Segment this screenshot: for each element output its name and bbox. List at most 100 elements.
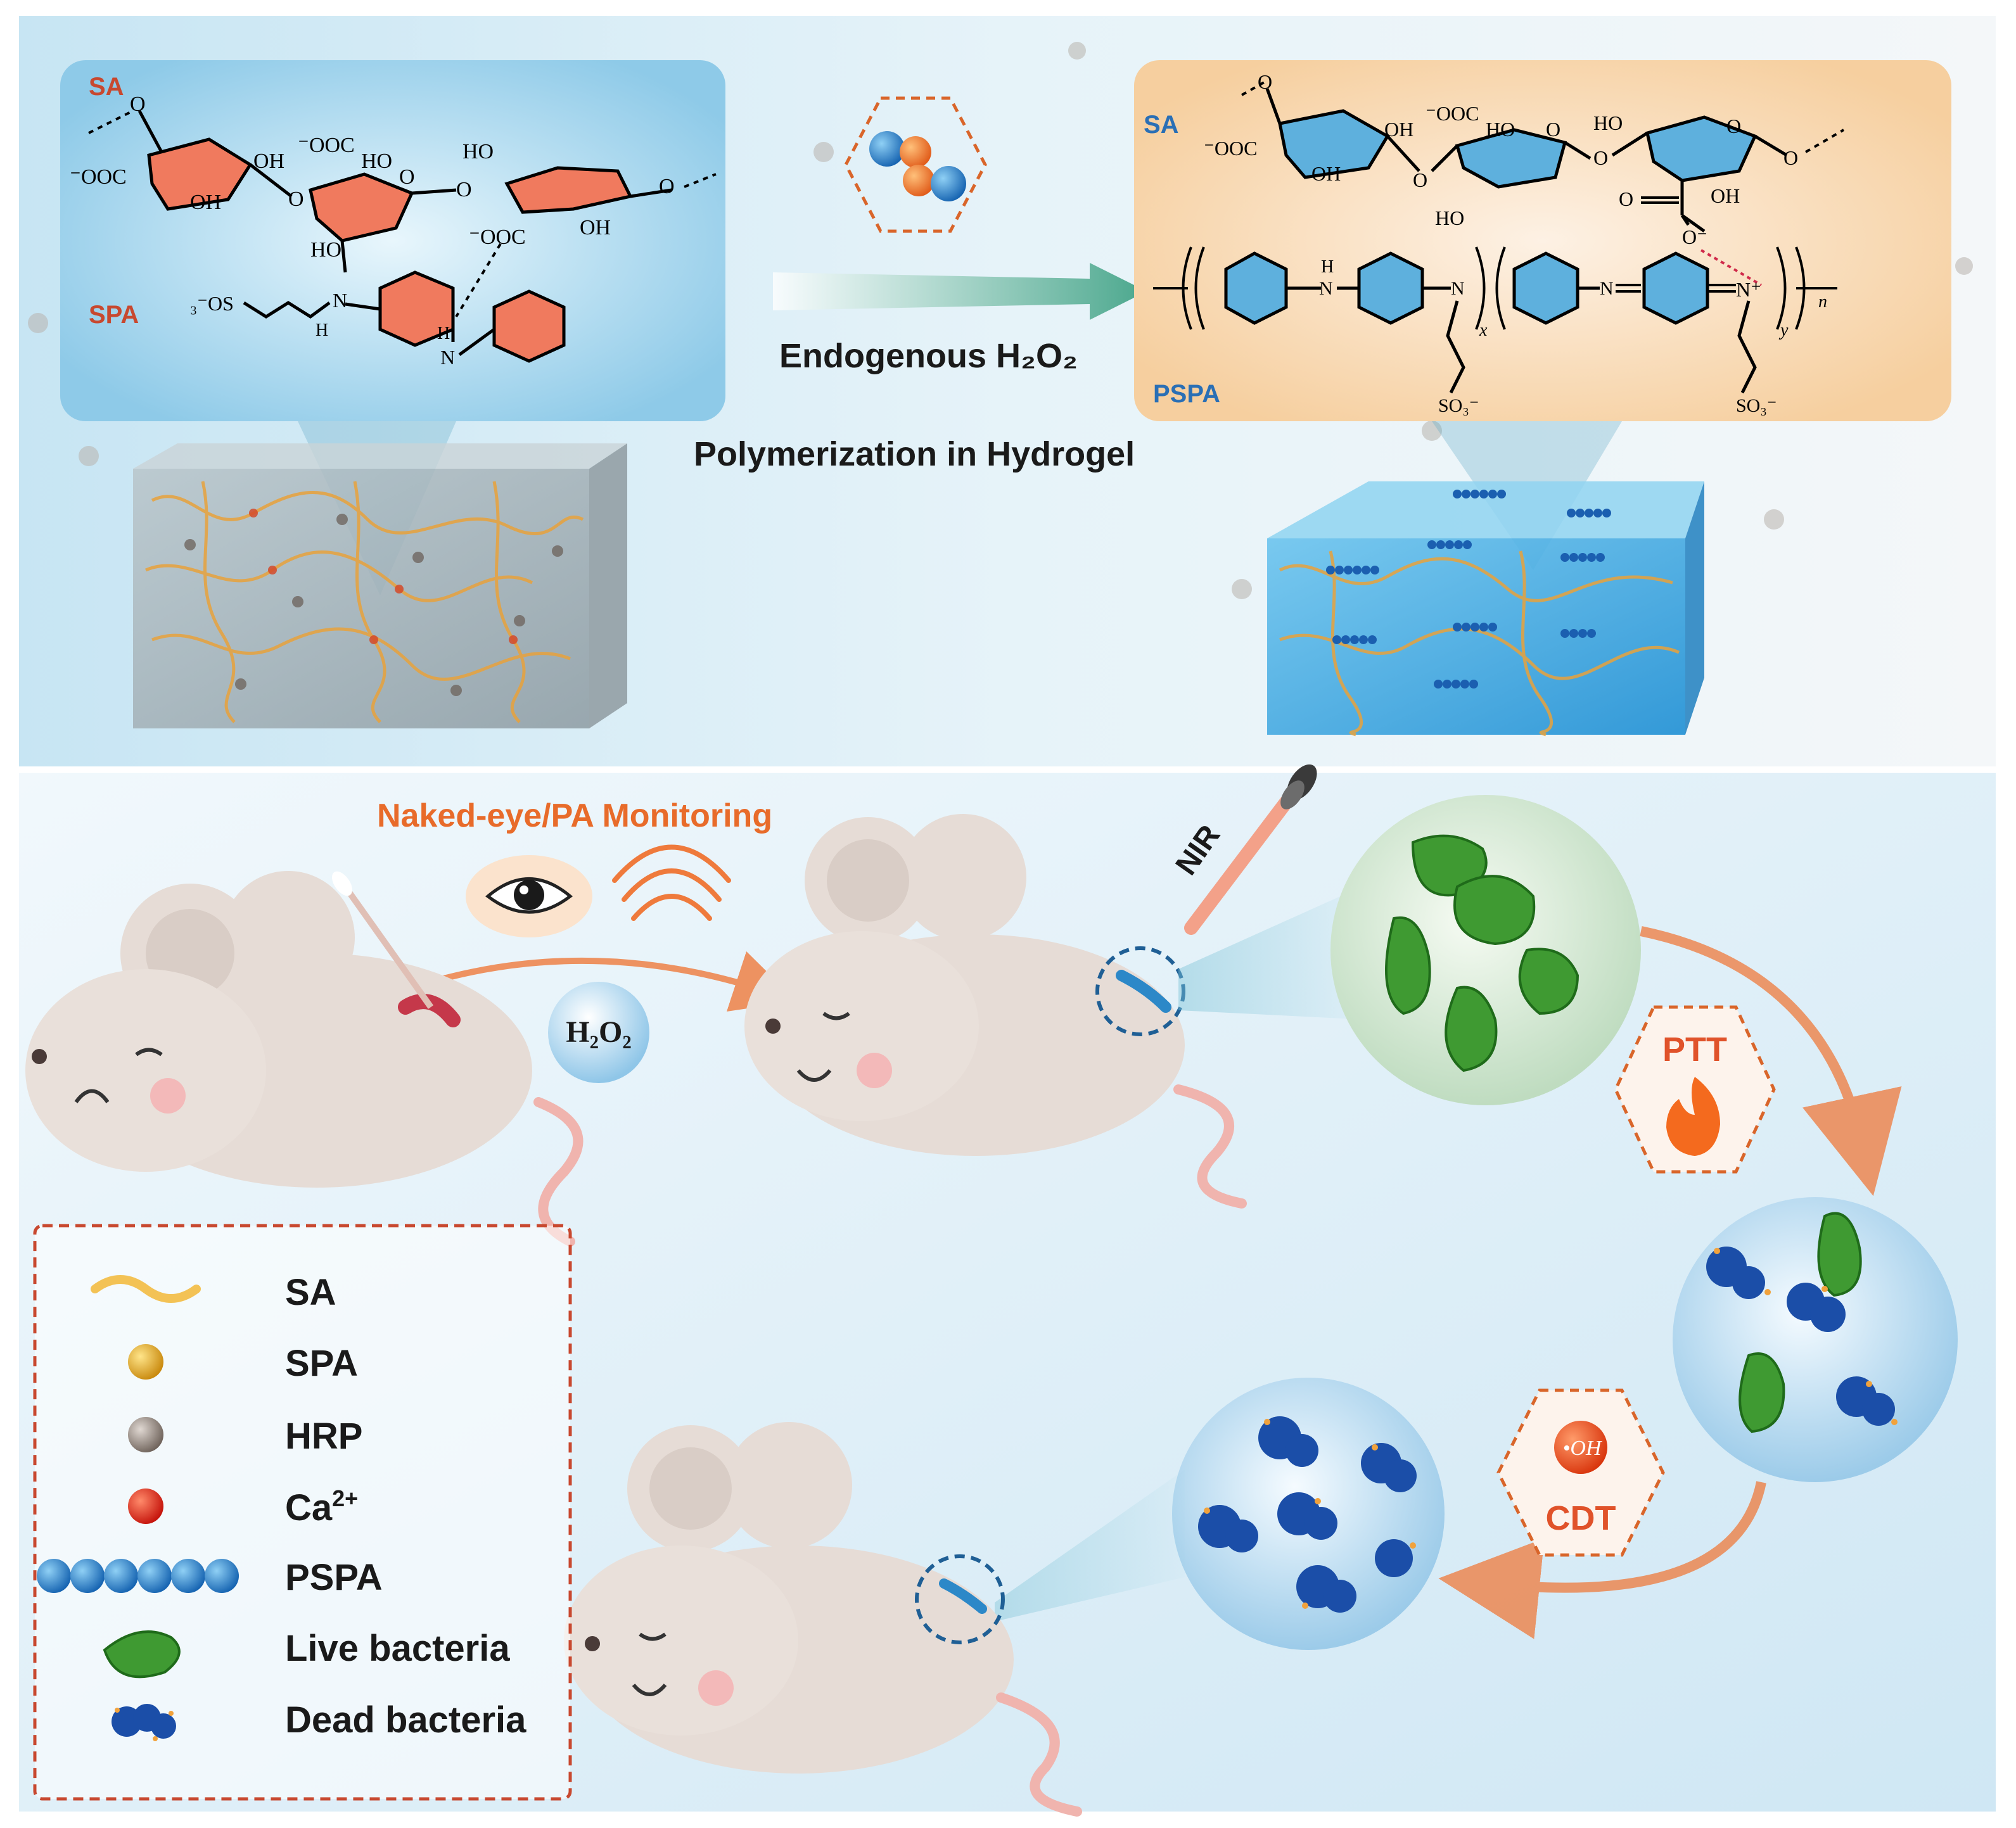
polymerization-arrow — [773, 263, 1147, 320]
r-atom-o6: O — [1783, 146, 1798, 169]
cdt-hexagon: •OH CDT — [1496, 1388, 1665, 1557]
r-atom-ho2: HO — [1435, 206, 1464, 229]
atom-o-3: O — [288, 187, 304, 211]
sa-spa-structure-box: SA SPA O ⁻OOC OH OH ⁻OOC HO O HO O — [60, 60, 725, 421]
atom-o-4: O — [456, 178, 472, 201]
sa-rings-blue: O ⁻OOC OH ⁻OOC OH HO O O HO HO O O OH O … — [1204, 70, 1845, 286]
legend-label-live-bacteria: Live bacteria — [285, 1628, 510, 1669]
atom-oh-3: OH — [580, 216, 611, 239]
endogenous-h2o2-text: Endogenous H₂O₂ — [779, 337, 1078, 375]
pspa-bead-chain-2 — [1427, 540, 1472, 549]
pspa-bead-chain-1 — [1326, 566, 1379, 574]
atom-ho-2: HO — [310, 238, 341, 262]
r-atom-oh1: OH — [1311, 162, 1341, 185]
atom-oh-1: OH — [253, 149, 284, 173]
zoom-beam-1 — [1178, 884, 1368, 1020]
hydrogel-treated-mouse — [744, 814, 1247, 1209]
pspa-so3-1: SO₃⁻ — [1438, 395, 1479, 416]
healed-mouse — [564, 1422, 1082, 1817]
treatment-arrow-2 — [1640, 926, 1902, 1196]
atom-o-2: O — [399, 165, 415, 189]
r-atom-carbonyl-o: O — [1619, 187, 1633, 210]
atom-n-1: N — [333, 289, 347, 312]
cdt-label: CDT — [1546, 1499, 1616, 1537]
sa-pspa-structure-box: SA PSPA O ⁻OOC OH ⁻OOC OH HO O O HO — [1134, 60, 1951, 421]
infected-mouse — [25, 871, 584, 1247]
oh-radical-label: •OH — [1562, 1437, 1602, 1460]
sugar-ring-2: ⁻OOC HO O HO O — [288, 134, 457, 273]
atom-h-1: H — [316, 321, 328, 340]
sugar-ring-3: O HO ⁻OOC OH O — [456, 140, 717, 249]
r-atom-oh2: OH — [1384, 118, 1413, 141]
atom-ho-3: HO — [463, 140, 494, 163]
pspa-bead-chain-9 — [1567, 509, 1611, 517]
gold-sphere-icon — [128, 1344, 163, 1380]
legend-label-ca-base: Ca — [285, 1487, 333, 1528]
pspa-sub-n: n — [1818, 292, 1827, 312]
pspa-n-plus: N⁺ — [1736, 278, 1761, 301]
initial-hydrogel-block — [133, 421, 627, 728]
pspa-bead-chain-8 — [1453, 490, 1506, 498]
pspa-sub-y: y — [1778, 321, 1789, 340]
mixed-bacteria-bubble — [1673, 1197, 1958, 1482]
treatment-arrow-1 — [442, 951, 797, 1012]
pspa-nh-h: H — [1321, 257, 1334, 277]
pspa-bead-chain-7 — [1434, 680, 1478, 689]
spa-molecule: ₃⁻OS N H H N — [190, 270, 566, 369]
polymerization-text: Polymerization in Hydrogel — [694, 435, 1135, 473]
r-atom-o5: O — [1726, 115, 1741, 137]
monitoring-label: Naked-eye/PA Monitoring — [377, 797, 772, 834]
atom-ho-1: HO — [361, 149, 392, 173]
sugar-ring-1: O ⁻OOC OH OH — [70, 92, 293, 214]
legend-label-dead-bacteria: Dead bacteria — [285, 1699, 526, 1741]
pspa-n2: N — [1451, 278, 1465, 299]
zoom-beam-2 — [995, 1469, 1185, 1622]
h2o2-bubble: H₂O₂ — [548, 982, 649, 1083]
dead-bacteria-icon — [112, 1704, 176, 1741]
pspa-sub-x: x — [1479, 321, 1488, 340]
hydrogen-bond — [455, 243, 502, 318]
pspa-bead-chain-5 — [1453, 623, 1497, 632]
atom-n-2: N — [440, 346, 455, 369]
atom-ooc-1: ⁻OOC — [70, 165, 127, 189]
red-sphere-icon — [128, 1488, 163, 1524]
atom-ooc-2: ⁻OOC — [298, 134, 355, 157]
legend-label-spa: SPA — [285, 1343, 358, 1384]
live-bacteria-icon — [103, 1630, 181, 1679]
r-atom-ho3: HO — [1593, 111, 1623, 134]
r-atom-oh3: OH — [1711, 184, 1740, 207]
h2o2-hexagon — [844, 96, 987, 233]
hydroxyl-radical-icon — [1554, 1421, 1607, 1474]
treatment-arrow-3 — [1438, 1481, 1766, 1639]
pspa-bead-chain-6 — [1560, 629, 1596, 638]
legend-label-sa: SA — [285, 1272, 336, 1313]
r-atom-o3: O — [1546, 118, 1560, 141]
ptt-hexagon: PTT — [1614, 1005, 1776, 1174]
pspa-polymer-chain: H N N x SO₃⁻ N N⁺ SO₃⁻ y n — [1153, 246, 1837, 416]
r-atom-ooc2: ⁻OOC — [1426, 102, 1479, 125]
pspa-label: PSPA — [1153, 380, 1220, 408]
eye-icon — [466, 855, 592, 937]
sulfonate-group: ₃⁻OS — [190, 292, 234, 315]
atom-h-2: H — [437, 324, 450, 343]
pspa-so3-2: SO₃⁻ — [1736, 395, 1777, 416]
gray-sphere-icon — [128, 1417, 163, 1452]
legend: SA SPA HRP Ca2+ PSPA Live bacteria Dead … — [33, 1224, 572, 1801]
atom-o-5: O — [659, 175, 675, 198]
pspa-bead-chain-4 — [1332, 635, 1377, 644]
photoacoustic-wave-icon — [612, 844, 731, 921]
dead-bacteria-bubble — [1172, 1378, 1445, 1650]
atom-ooc-3: ⁻OOC — [469, 225, 526, 249]
pspa-n3: N — [1600, 278, 1614, 299]
live-bacteria-bubble — [1330, 795, 1641, 1105]
fire-icon — [1666, 1077, 1720, 1156]
yellow-wave-icon — [91, 1275, 201, 1303]
pspa-bead-chain-3 — [1560, 553, 1605, 562]
blue-bead-chain-icon — [37, 1559, 239, 1593]
atom-o-1: O — [130, 92, 146, 116]
r-atom-o-minus: O⁻ — [1682, 225, 1707, 248]
h2o2-bubble-label: H₂O₂ — [566, 1015, 631, 1049]
ptt-label: PTT — [1662, 1031, 1727, 1069]
r-atom-ho1: HO — [1486, 118, 1515, 141]
